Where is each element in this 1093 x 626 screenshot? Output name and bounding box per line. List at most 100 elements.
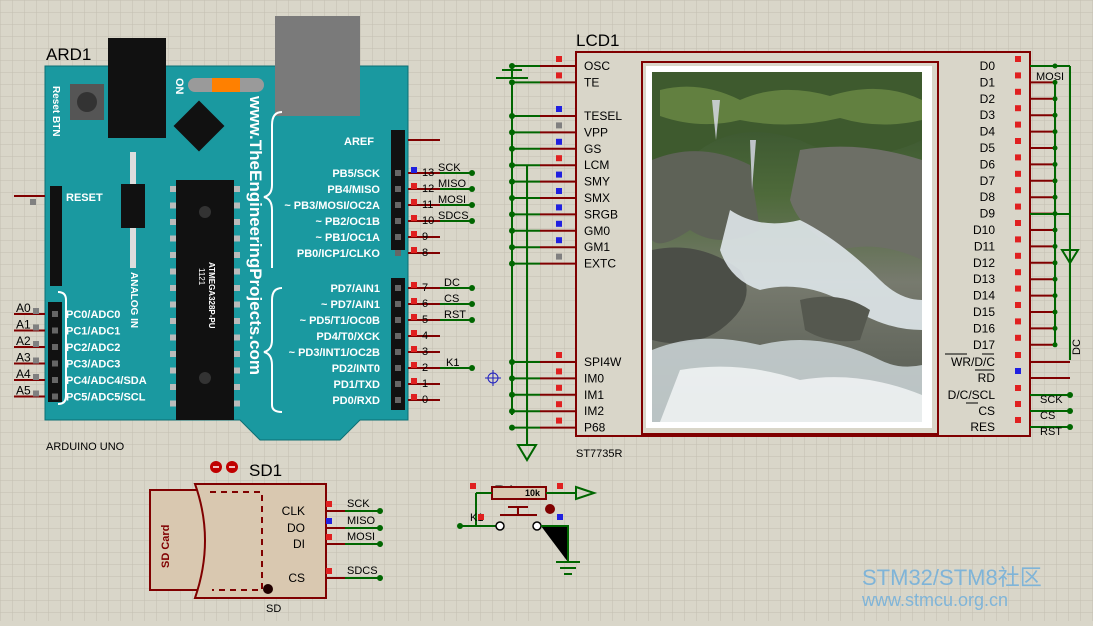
net-label: SCK xyxy=(1040,394,1063,406)
sd-net-label: SCK xyxy=(347,498,370,510)
ard-pin-number: 9 xyxy=(422,231,428,243)
ard-pin-number: 3 xyxy=(422,346,428,358)
lcd-pin-label: SMY xyxy=(584,175,610,189)
resistor-r1[interactable]: R1 10k xyxy=(470,482,598,526)
ard-pin-number: 1 xyxy=(422,378,428,390)
lcd-data-pin: D13 xyxy=(973,272,995,286)
chip-name: ATMEGA328P-PU xyxy=(207,262,216,329)
net-label-k1: K1 xyxy=(446,357,459,369)
ard-pin-label: ~ PB3/MOSI/OC2A xyxy=(284,200,380,212)
analog-in-label: ANALOG IN xyxy=(128,272,139,328)
lcd-pin-label: IM2 xyxy=(584,404,604,418)
lcd-pin-label: SPI4W xyxy=(584,355,622,369)
sd-card-label: SD Card xyxy=(160,525,172,568)
lcd-pin-label: GM0 xyxy=(584,224,610,238)
lcd-ctrl-pin: CS xyxy=(978,404,995,418)
ard-pin-label: ~ PB1/OC1A xyxy=(316,232,381,244)
sd-body xyxy=(193,483,327,599)
ard-pin-number: 5 xyxy=(422,314,428,326)
ard-pin-number: 11 xyxy=(422,199,433,211)
sd-pin-label: CLK xyxy=(282,504,305,518)
arduino-ref: ARD1 xyxy=(46,45,91,64)
ard-pin-number: 13 xyxy=(422,167,434,179)
lcd-data-pin: D9 xyxy=(980,207,996,221)
usb-port xyxy=(275,16,360,116)
ard-pin-label: PD1/TXD xyxy=(334,379,381,391)
lcd-left-bus xyxy=(496,64,538,462)
ard-pin-number: 4 xyxy=(422,330,428,342)
dc-net-label: DC xyxy=(1071,339,1083,355)
lcd-data-pin: D3 xyxy=(980,108,996,122)
usb-chip xyxy=(173,100,225,152)
analog-terminal: A5 xyxy=(16,384,31,398)
ard-pin-label: PD2/INT0 xyxy=(332,363,380,375)
watermark-line2: www.stmcu.org.cn xyxy=(861,590,1008,610)
lcd-pin-label: OSC xyxy=(584,59,610,73)
lcd-data-pin: D16 xyxy=(973,321,995,335)
sd-pin-label: CS xyxy=(288,571,305,585)
chip-num: 1121 xyxy=(197,268,206,286)
lcd-data-pin: D2 xyxy=(980,92,996,106)
analog-terminal: A1 xyxy=(16,318,31,332)
sd-net-label: SDCS xyxy=(347,565,378,577)
ard-pin-label: ~ PD3/INT1/OC2B xyxy=(289,347,380,359)
watermark: STM32/STM8社区 www.stmcu.org.cn xyxy=(861,565,1042,610)
ard-pin-label: PD4/T0/XCK xyxy=(316,331,380,343)
cursor-crosshair-icon xyxy=(485,370,501,386)
ard-pin-label: PB0/ICP1/CLKO xyxy=(297,248,381,260)
net-label: DC xyxy=(444,277,460,289)
lcd-data-pin: D1 xyxy=(980,75,996,89)
lcd-ctrl-pin: RES xyxy=(970,420,995,434)
net-label: SDCS xyxy=(438,210,469,222)
lcd-picture xyxy=(652,72,922,422)
ard-pin-label: ~ PD7/AIN1 xyxy=(321,299,380,311)
lcd-data-pin: D5 xyxy=(980,141,996,155)
ard-pin-number: 10 xyxy=(422,215,434,227)
lcd-pin-label: LCM xyxy=(584,158,609,172)
power-jack xyxy=(108,38,166,138)
lcd-model: ST7735R xyxy=(576,448,623,460)
lcd-data-pin: D12 xyxy=(973,256,995,270)
analog-terminal: A3 xyxy=(16,351,31,365)
ard-pin-label: ~ PD5/T1/OC0B xyxy=(300,315,380,327)
lcd-ctrl-pin: D/C/SCL xyxy=(948,388,996,402)
lcd-data-pin: D14 xyxy=(973,289,995,303)
ard-pin-number: 0 xyxy=(422,394,428,406)
sd-pin-label: DO xyxy=(287,521,305,535)
aref-label: AREF xyxy=(344,136,374,148)
lcd-data-pin: D8 xyxy=(980,190,996,204)
net-label: SCK xyxy=(438,162,461,174)
arduino-uno[interactable]: ARD1 Reset BTN ON ANALOG IN 1121 ATMEGA3… xyxy=(14,16,475,453)
ard-analog-label: PC4/ADC4/SDA xyxy=(66,375,147,387)
ard-pin-label: PB4/MISO xyxy=(327,184,380,196)
analog-terminal: A4 xyxy=(16,367,31,381)
ard-analog-label: PC0/ADC0 xyxy=(66,309,120,321)
ard-pin-label: PD0/RXD xyxy=(332,395,380,407)
lcd-data-pin: D15 xyxy=(973,305,995,319)
ard-pin-label: PD7/AIN1 xyxy=(330,283,380,295)
net-label: MISO xyxy=(438,178,467,190)
ard-pin-number: 7 xyxy=(422,282,428,294)
mosi-net-label: MOSI xyxy=(1036,71,1064,83)
url-label: www.TheEngineeringProjects.com xyxy=(246,95,265,375)
reset-btn-label: Reset BTN xyxy=(50,86,61,137)
lcd-pin-label: EXTC xyxy=(584,257,616,271)
sd-ref: SD1 xyxy=(249,461,282,480)
ard-analog-label: PC2/ADC2 xyxy=(66,342,120,354)
analog-terminal: A2 xyxy=(16,334,31,348)
lcd-pin-label: SRGB xyxy=(584,207,618,221)
push-button-k1[interactable]: K1 xyxy=(457,504,580,575)
ard-analog-label: PC3/ADC3 xyxy=(66,359,120,371)
ard-analog-label: PC5/ADC5/SCL xyxy=(66,392,146,404)
sd-net-label: MOSI xyxy=(347,531,375,543)
lcd-data-pin: D4 xyxy=(980,125,996,139)
sd-net-label: MISO xyxy=(347,515,376,527)
lcd-data-pin: D17 xyxy=(973,338,995,352)
net-label: RST xyxy=(444,309,466,321)
net-label: CS xyxy=(1040,410,1055,422)
net-label: CS xyxy=(444,293,459,305)
ard-pin-number: 12 xyxy=(422,183,434,195)
